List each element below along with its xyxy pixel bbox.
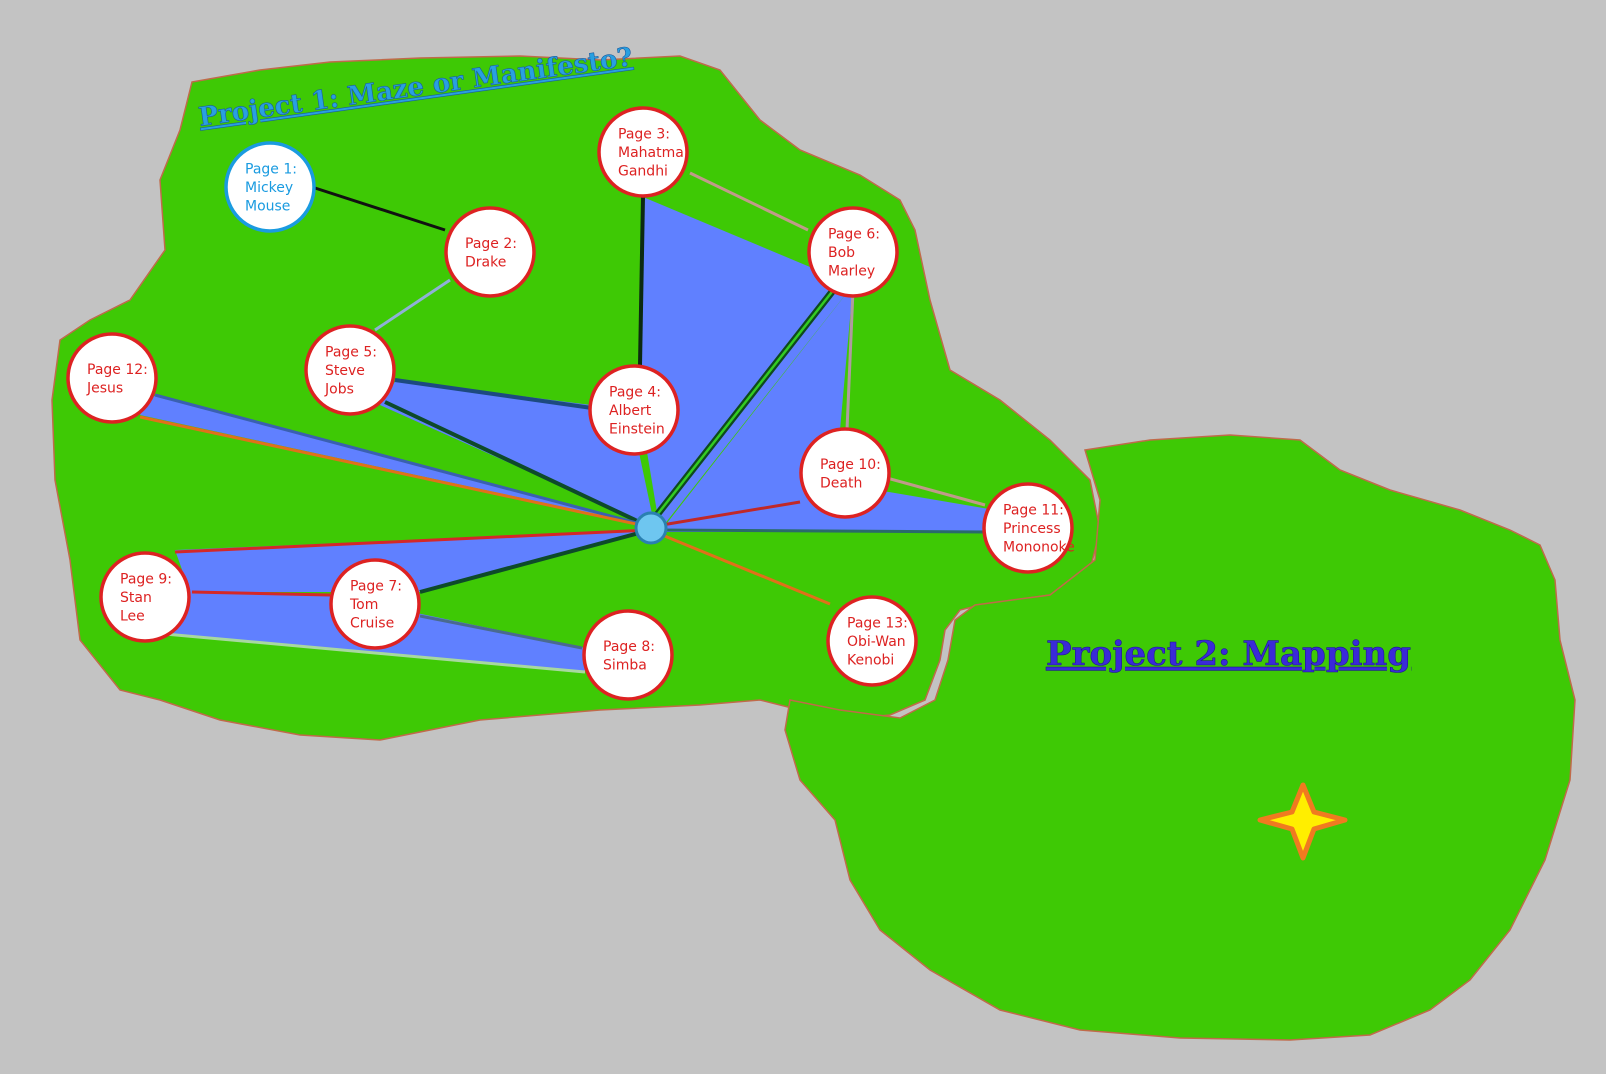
page-node-label: Gandhi — [618, 164, 668, 180]
page-node-label: Mouse — [245, 199, 290, 215]
page-node-label: Cruise — [350, 616, 394, 632]
page-node-p8[interactable]: Page 8: Simba — [582, 609, 674, 701]
page-node-circle[interactable] — [329, 558, 421, 650]
page-node-label: Jobs — [324, 382, 354, 398]
edge-p9-p8 — [164, 632, 586, 674]
page-node-label: Simba — [603, 657, 647, 673]
page-node-circle[interactable] — [982, 482, 1074, 574]
project2-island — [784, 434, 1576, 1041]
page-node-label: Tom — [349, 597, 378, 613]
edge-hub-p10 — [649, 500, 801, 529]
page-node-circle[interactable] — [597, 106, 689, 198]
edge-p5-hub — [384, 400, 651, 529]
edge-p6-hub-inner — [652, 287, 836, 521]
edge-p6-p10 — [845, 289, 855, 431]
edge-p5-p4 — [394, 378, 593, 410]
page-node-circle[interactable] — [807, 206, 899, 298]
page-node-circle[interactable] — [304, 324, 396, 416]
page-node-circle[interactable] — [582, 609, 674, 701]
page-node-label: Page 6: — [828, 227, 880, 243]
edge-hub-p11 — [654, 528, 986, 534]
edge-p2-p5 — [374, 278, 451, 332]
page-node-label: Page 2: — [465, 236, 517, 252]
page-node-label: Mahatma — [618, 145, 684, 161]
page-node-label: Obi-Wan — [847, 634, 906, 650]
project2-title: Project 2: Mapping — [1046, 634, 1411, 674]
page-node-p12[interactable]: Page 12: Jesus — [66, 332, 158, 424]
page-node-label: Page 5: — [325, 345, 377, 361]
page-node-circle[interactable] — [799, 427, 891, 519]
region-marley-death — [660, 285, 995, 532]
hub-node[interactable] — [634, 511, 668, 545]
page-node-label: Page 12: — [87, 362, 148, 378]
edge-hub-p13 — [649, 528, 831, 606]
page-node-label: Page 4: — [609, 385, 661, 401]
page-node-circle[interactable] — [224, 141, 316, 233]
page-node-p2[interactable]: Page 2: Drake — [444, 206, 536, 298]
page-node-circle[interactable] — [444, 206, 536, 298]
page-node-label: Page 8: — [603, 639, 655, 655]
page-node-label: Albert — [609, 403, 652, 419]
page-node-label: Mononoke — [1003, 540, 1075, 556]
edge-p1-p2 — [314, 186, 446, 232]
page-node-label: Princess — [1003, 521, 1061, 537]
page-node-label: Steve — [325, 363, 365, 379]
edge-p9-p7 — [191, 590, 331, 597]
edge-p3-p6 — [689, 171, 809, 232]
page-node-label: Page 10: — [820, 457, 881, 473]
page-node-label: Page 7: — [350, 579, 402, 595]
connections — [139, 171, 986, 674]
page-node-label: Kenobi — [847, 653, 894, 669]
edge-p12-hub-blue — [154, 393, 653, 529]
edge-p7-hub — [419, 528, 651, 594]
page-node-label: Page 9: — [120, 572, 172, 588]
page-node-label: Page 11: — [1003, 503, 1064, 519]
page-node-label: Page 3: — [618, 127, 670, 143]
edge-p7-p8 — [419, 614, 583, 650]
page-node-circle[interactable] — [66, 332, 158, 424]
page-node-circle[interactable] — [99, 551, 191, 643]
page-node-label: Lee — [120, 609, 145, 625]
edge-p10-p11 — [886, 476, 986, 507]
page-node-label: Page 13: — [847, 616, 908, 632]
page-node-label: Page 1: — [245, 162, 297, 178]
edge-p9-hub — [174, 528, 651, 554]
page-node-label: Stan — [120, 590, 152, 606]
region-jobs-einstein — [380, 380, 655, 528]
page-node-label: Jesus — [86, 380, 123, 396]
page-node-circle[interactable] — [588, 364, 680, 456]
page-node-label: Bob — [828, 245, 855, 261]
page-node-label: Einstein — [609, 422, 665, 438]
edge-p12-hub-orange — [139, 415, 651, 529]
page-node-circle[interactable] — [826, 595, 918, 687]
page-node-p10[interactable]: Page 10: Death — [799, 427, 891, 519]
region-gandhi-marley — [640, 197, 853, 530]
page-node-label: Death — [820, 475, 862, 491]
page-node-label: Marley — [828, 264, 875, 280]
page-node-label: Drake — [465, 254, 506, 270]
four-point-star-icon[interactable] — [1257, 782, 1348, 861]
edge-p3-p4 — [638, 196, 645, 366]
page-node-label: Mickey — [245, 180, 293, 196]
